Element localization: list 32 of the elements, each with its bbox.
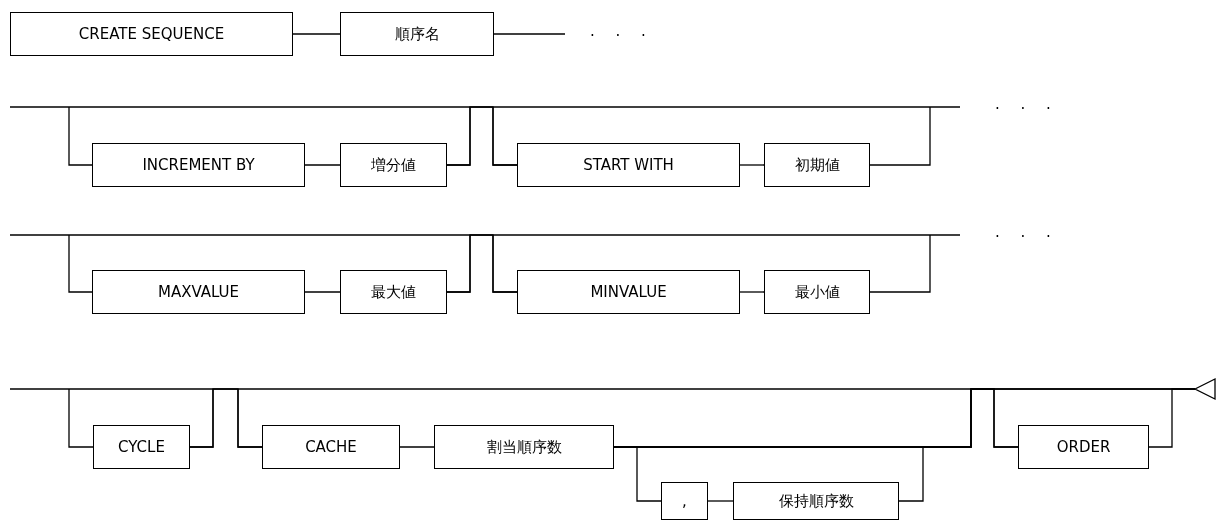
syntax-box: START WITH	[517, 143, 740, 187]
connector-line	[739, 164, 765, 166]
syntax-box: ,	[661, 482, 708, 520]
syntax-box: INCREMENT BY	[92, 143, 305, 187]
syntax-box: 順序名	[340, 12, 494, 56]
connector-line	[304, 164, 341, 166]
continuation-dots: . . .	[590, 22, 654, 40]
connector-line	[189, 388, 263, 448]
syntax-box: 初期値	[764, 143, 870, 187]
connector-line	[446, 234, 518, 293]
syntax-box: CYCLE	[93, 425, 190, 469]
syntax-box: 最大値	[340, 270, 447, 314]
connector-line	[898, 388, 1019, 502]
connector-line	[739, 291, 765, 293]
end-marker	[1195, 379, 1215, 399]
connector-line	[399, 446, 435, 448]
continuation-dots: . . .	[995, 95, 1059, 113]
syntax-box: 保持順序数	[733, 482, 899, 520]
connector-line	[446, 106, 518, 166]
syntax-box: CACHE	[262, 425, 400, 469]
syntax-box: MINVALUE	[517, 270, 740, 314]
connector-line	[707, 500, 734, 502]
syntax-box: 最小値	[764, 270, 870, 314]
continuation-dots: . . .	[995, 223, 1059, 241]
syntax-box: 割当順序数	[434, 425, 614, 469]
syntax-box: 増分値	[340, 143, 447, 187]
connector-line	[292, 33, 341, 35]
syntax-box: ORDER	[1018, 425, 1149, 469]
connector-line	[304, 291, 341, 293]
syntax-box: CREATE SEQUENCE	[10, 12, 293, 56]
connector-line	[1148, 388, 1196, 448]
syntax-box: MAXVALUE	[92, 270, 305, 314]
